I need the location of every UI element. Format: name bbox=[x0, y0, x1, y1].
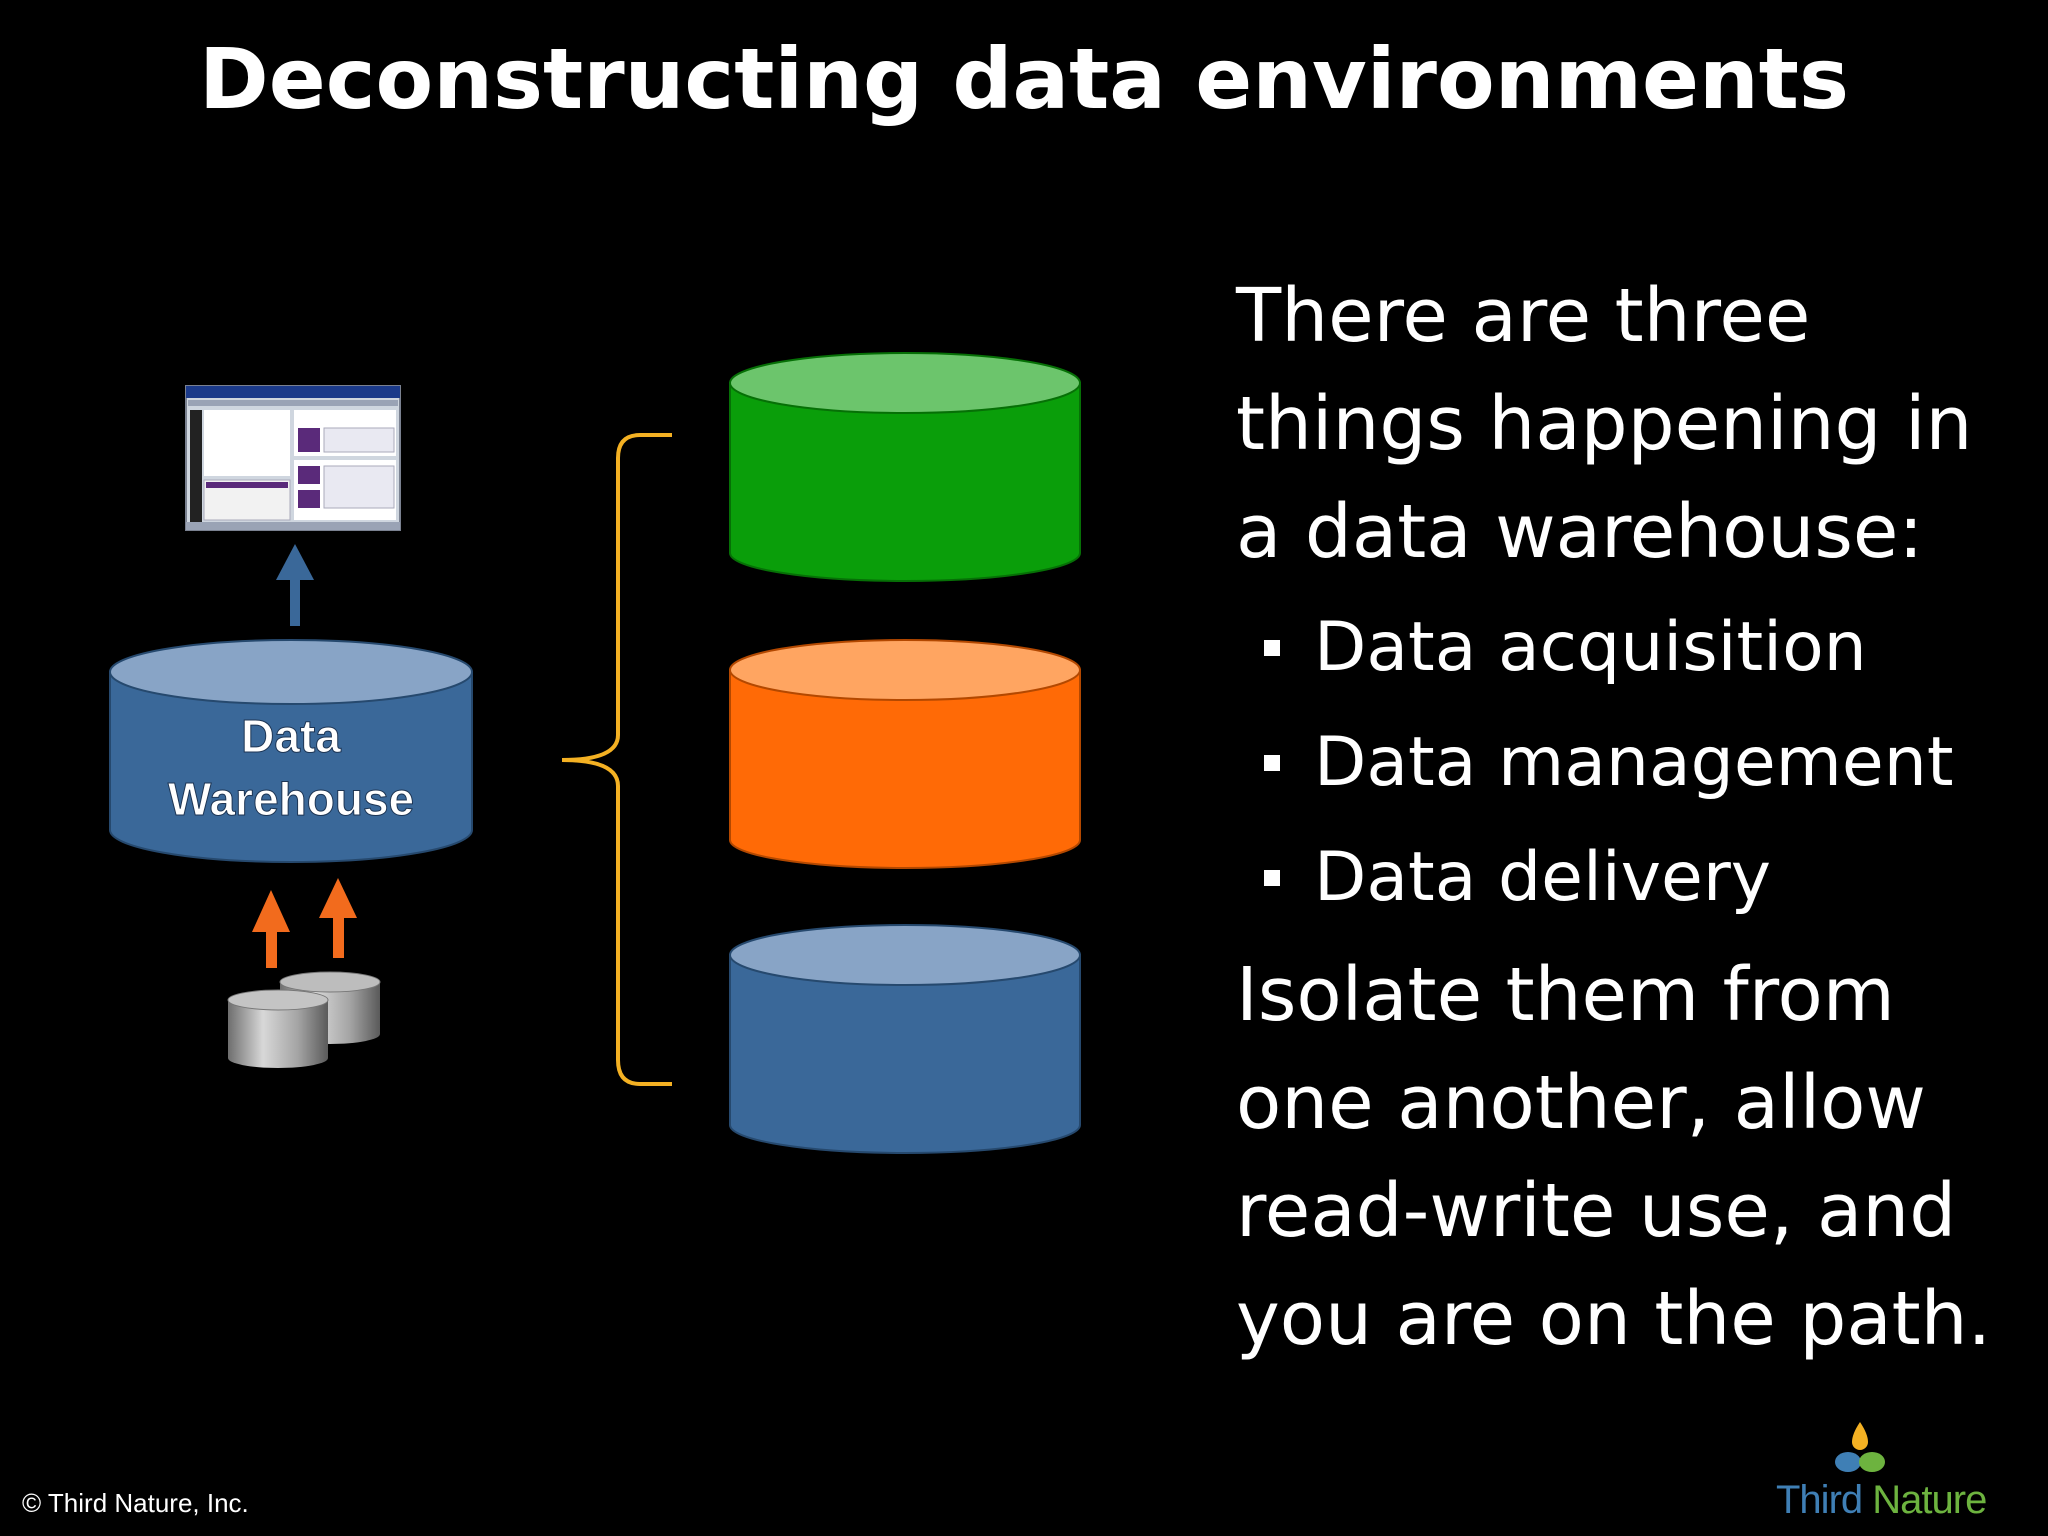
acquisition-cylinder bbox=[729, 352, 1081, 582]
logo-word-nature: Nature bbox=[1872, 1478, 1987, 1522]
slide-title: Deconstructing data environments bbox=[199, 30, 1849, 128]
bullet-text: Data management bbox=[1314, 723, 1954, 802]
delivery-cylinder bbox=[729, 924, 1081, 1154]
curly-bracket bbox=[561, 433, 672, 1086]
copyright-notice: © Third Nature, Inc. bbox=[22, 1488, 249, 1518]
arrow-up-from-source-1 bbox=[252, 890, 290, 968]
bullet-list: Data acquisition Data management Data de… bbox=[1236, 590, 2036, 935]
third-nature-logo: Third Nature bbox=[1770, 1418, 1990, 1528]
arrow-up-to-report bbox=[276, 544, 314, 626]
arrow-up-from-source-2 bbox=[319, 878, 357, 958]
bullet-text: Data delivery bbox=[1314, 838, 1772, 917]
bullet-text: Data acquisition bbox=[1314, 608, 1867, 687]
square-bullet-icon bbox=[1264, 755, 1280, 771]
data-warehouse-cylinder: Data Warehouse bbox=[109, 639, 473, 863]
conclusion-paragraph: Isolate them from one another, allow rea… bbox=[1236, 952, 1992, 1362]
bullet-item: Data delivery bbox=[1236, 820, 2036, 935]
square-bullet-icon bbox=[1264, 640, 1280, 656]
logo-wordmark: Third Nature bbox=[1776, 1478, 1987, 1523]
logo-drops-icon bbox=[1835, 1422, 1885, 1472]
report-screen-image bbox=[185, 385, 401, 531]
bullet-item: Data acquisition bbox=[1236, 590, 2036, 705]
warehouse-label-line2: Warehouse bbox=[168, 773, 414, 825]
square-bullet-icon bbox=[1264, 870, 1280, 886]
warehouse-label-line1: Data bbox=[241, 710, 341, 762]
source-database-icon bbox=[227, 971, 381, 1068]
intro-paragraph: There are three things happening in a da… bbox=[1236, 273, 1973, 575]
text-block: There are three things happening in a da… bbox=[1236, 262, 2036, 1373]
bullet-item: Data management bbox=[1236, 705, 2036, 820]
logo-word-third: Third bbox=[1776, 1478, 1863, 1522]
management-cylinder bbox=[729, 639, 1081, 869]
